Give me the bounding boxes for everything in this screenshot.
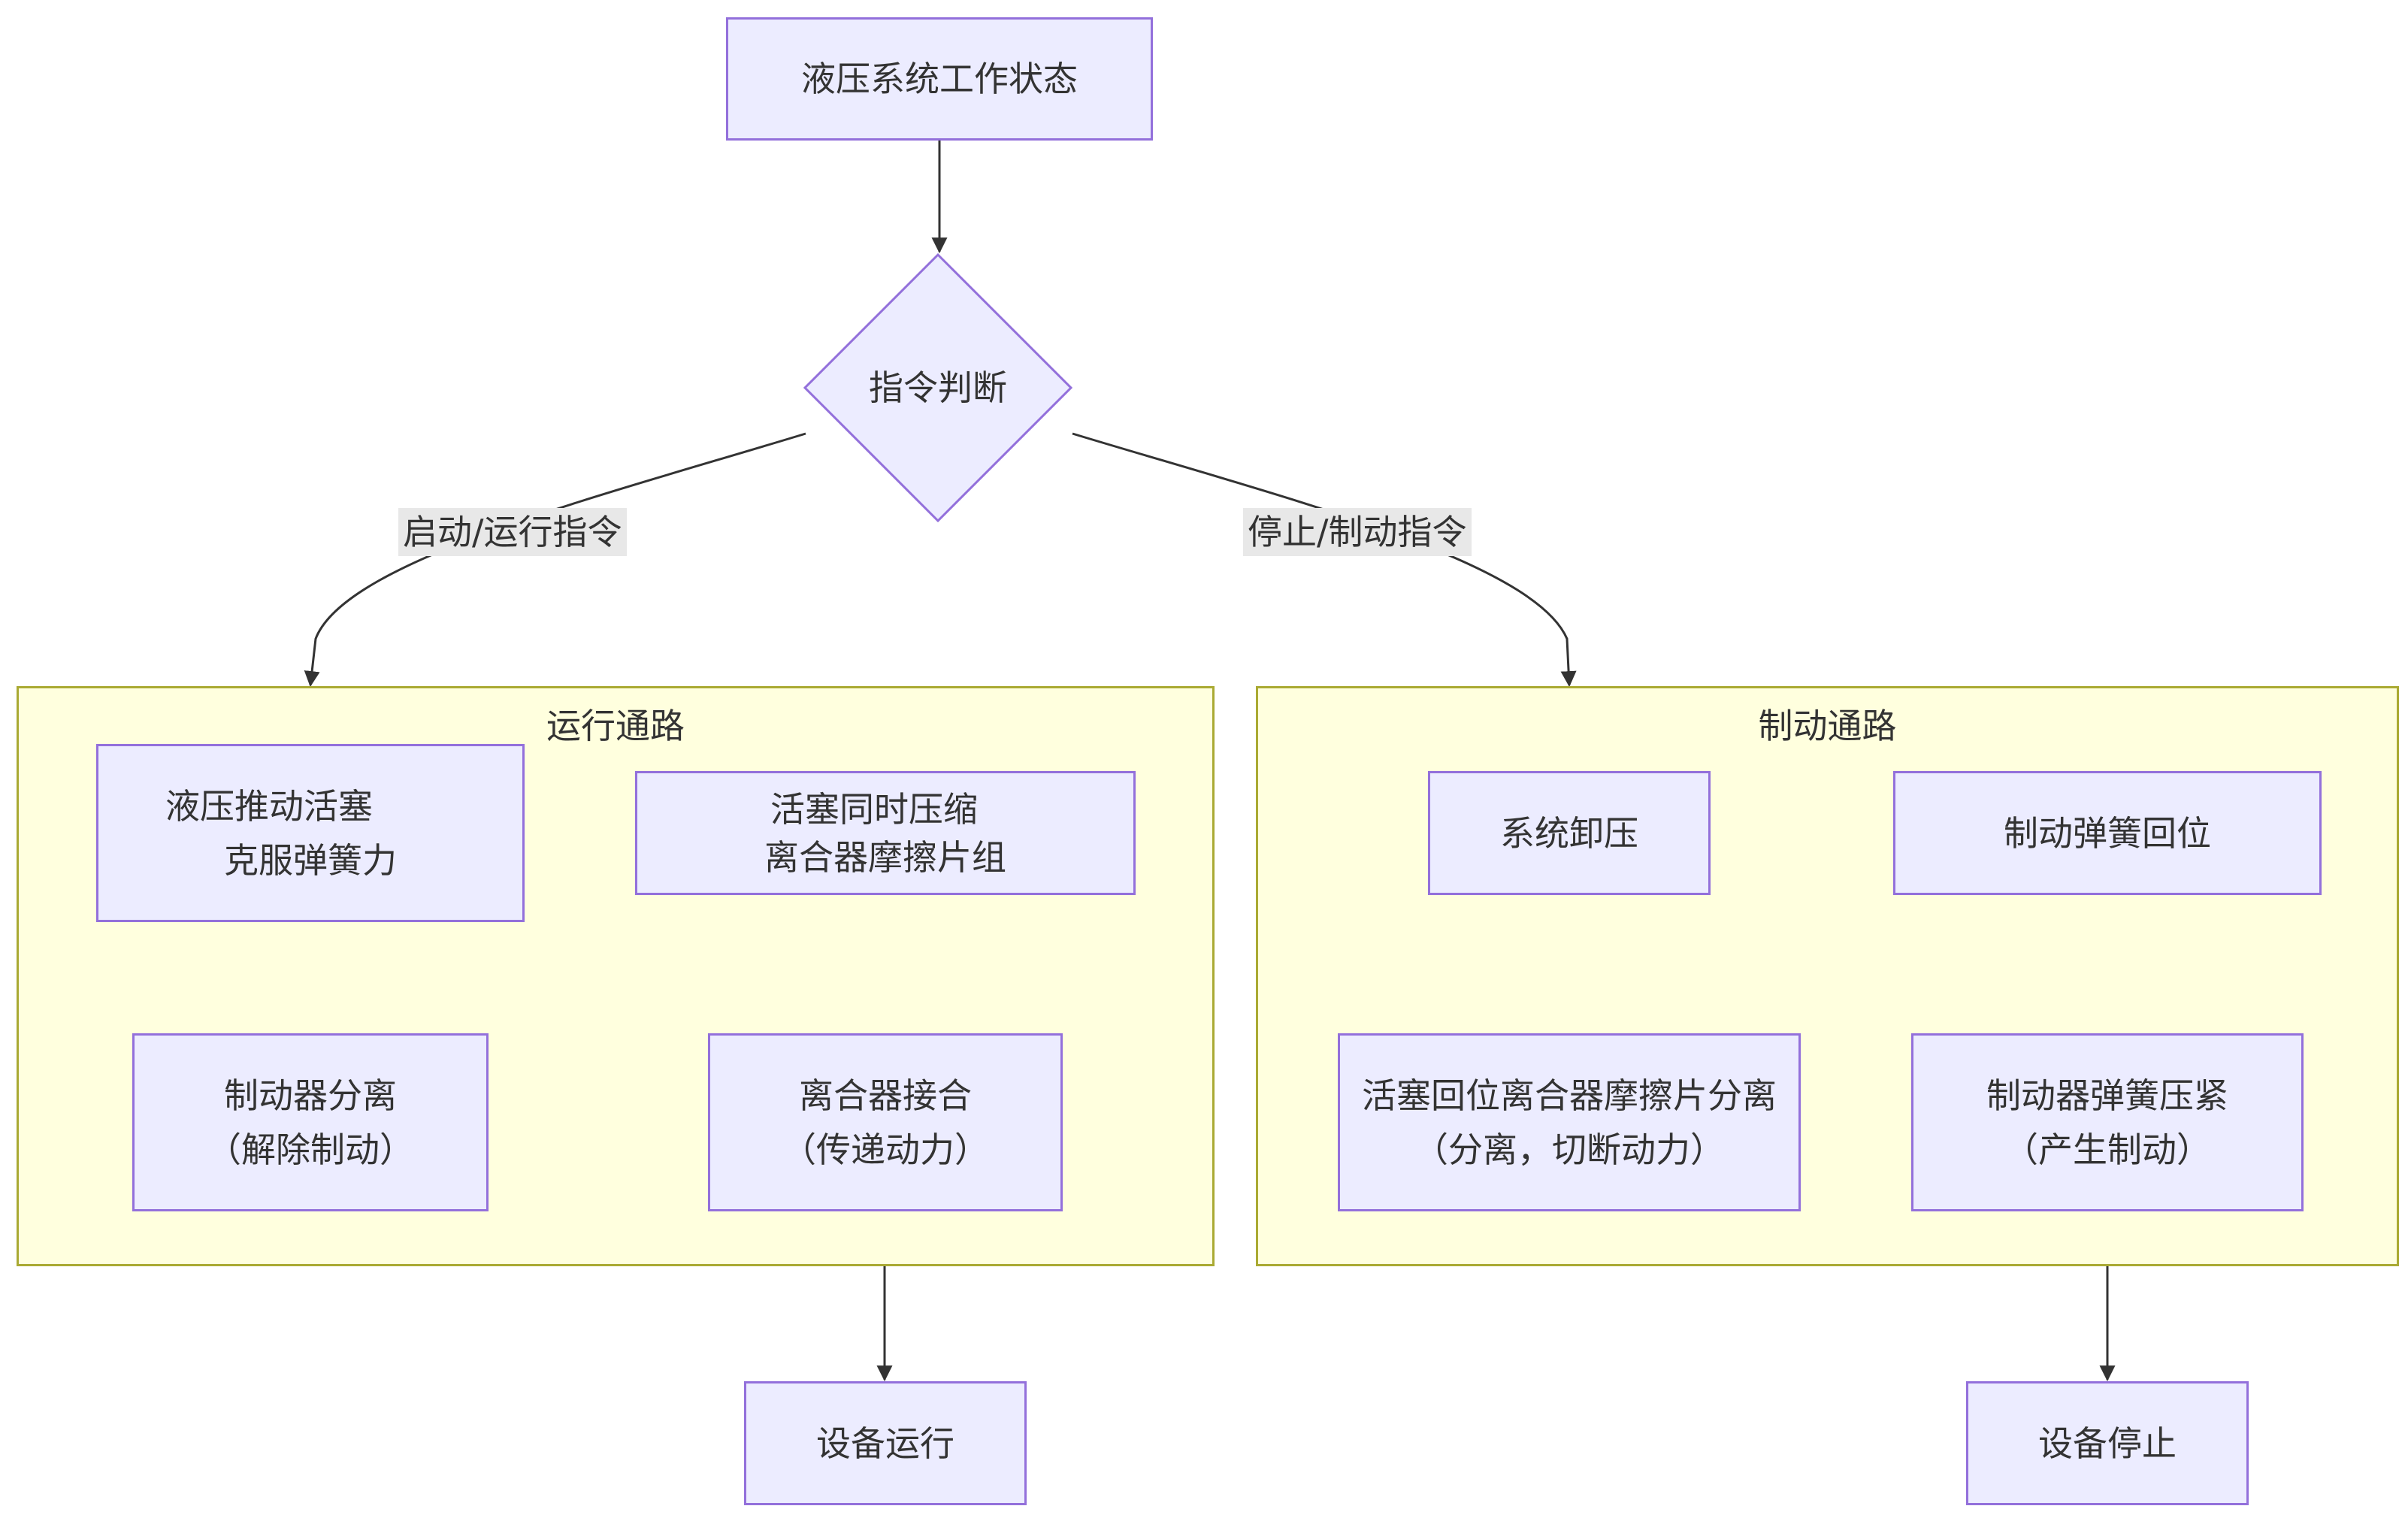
node-spring-return: 制动弹簧回位 [1893,771,2322,895]
node-system-unload-label: 系统卸压 [1500,812,1638,854]
node-device-stop-label: 设备停止 [2038,1423,2177,1464]
node-device-run: 设备运行 [744,1381,1027,1505]
node-system-unload: 系统卸压 [1428,771,1711,895]
edge-decision-to-brake-path [1072,432,1577,688]
node-clutch-separate: 活塞回位离合器摩擦片分离 （分离，切断动力） [1338,1033,1801,1211]
node-clutch-engage-line1: 离合器接合 [799,1075,972,1116]
edge-label-start-run: 启动/运行指令 [398,508,627,556]
node-clutch-separate-line2: （分离，切断动力） [1414,1129,1725,1170]
cluster-run-path-title: 运行通路 [546,706,685,746]
node-hydraulic-working-state-label: 液压系统工作状态 [801,59,1078,99]
node-brake-release-line1: 制动器分离 [224,1075,397,1116]
node-piston-push-line1: 液压推动活塞 [165,785,373,827]
cluster-brake-path-title: 制动通路 [1758,706,1897,746]
node-piston-push: 液压推动活塞 克服弹簧力 [96,744,525,922]
node-spring-return-label: 制动弹簧回位 [2004,812,2211,854]
node-brake-release: 制动器分离 （解除制动） [132,1033,489,1211]
edge-label-stop-brake: 停止/制动指令 [1243,508,1472,556]
node-command-decision [803,253,1072,522]
node-piston-compress-line2: 离合器摩擦片组 [764,836,1006,878]
node-clutch-engage-line2: （传递动力） [782,1129,989,1170]
node-device-stop: 设备停止 [1966,1381,2249,1505]
node-clutch-separate-line1: 活塞回位离合器摩擦片分离 [1362,1075,1777,1116]
node-brake-compress-line1: 制动器弹簧压紧 [1986,1075,2228,1116]
node-clutch-engage: 离合器接合 （传递动力） [708,1033,1063,1211]
node-brake-compress: 制动器弹簧压紧 （产生制动） [1911,1033,2304,1211]
node-hydraulic-working-state: 液压系统工作状态 [726,17,1153,141]
node-piston-compress: 活塞同时压缩 离合器摩擦片组 [635,771,1136,895]
node-piston-push-line2: 克服弹簧力 [224,839,397,881]
node-device-run-label: 设备运行 [816,1423,954,1464]
node-piston-compress-line1: 活塞同时压缩 [770,788,978,830]
node-brake-release-line2: （解除制动） [207,1129,414,1170]
node-command-decision-label: 指令判断 [869,367,1007,408]
edge-decision-to-run-path [304,432,806,688]
node-brake-compress-line2: （产生制动） [2004,1129,2211,1170]
